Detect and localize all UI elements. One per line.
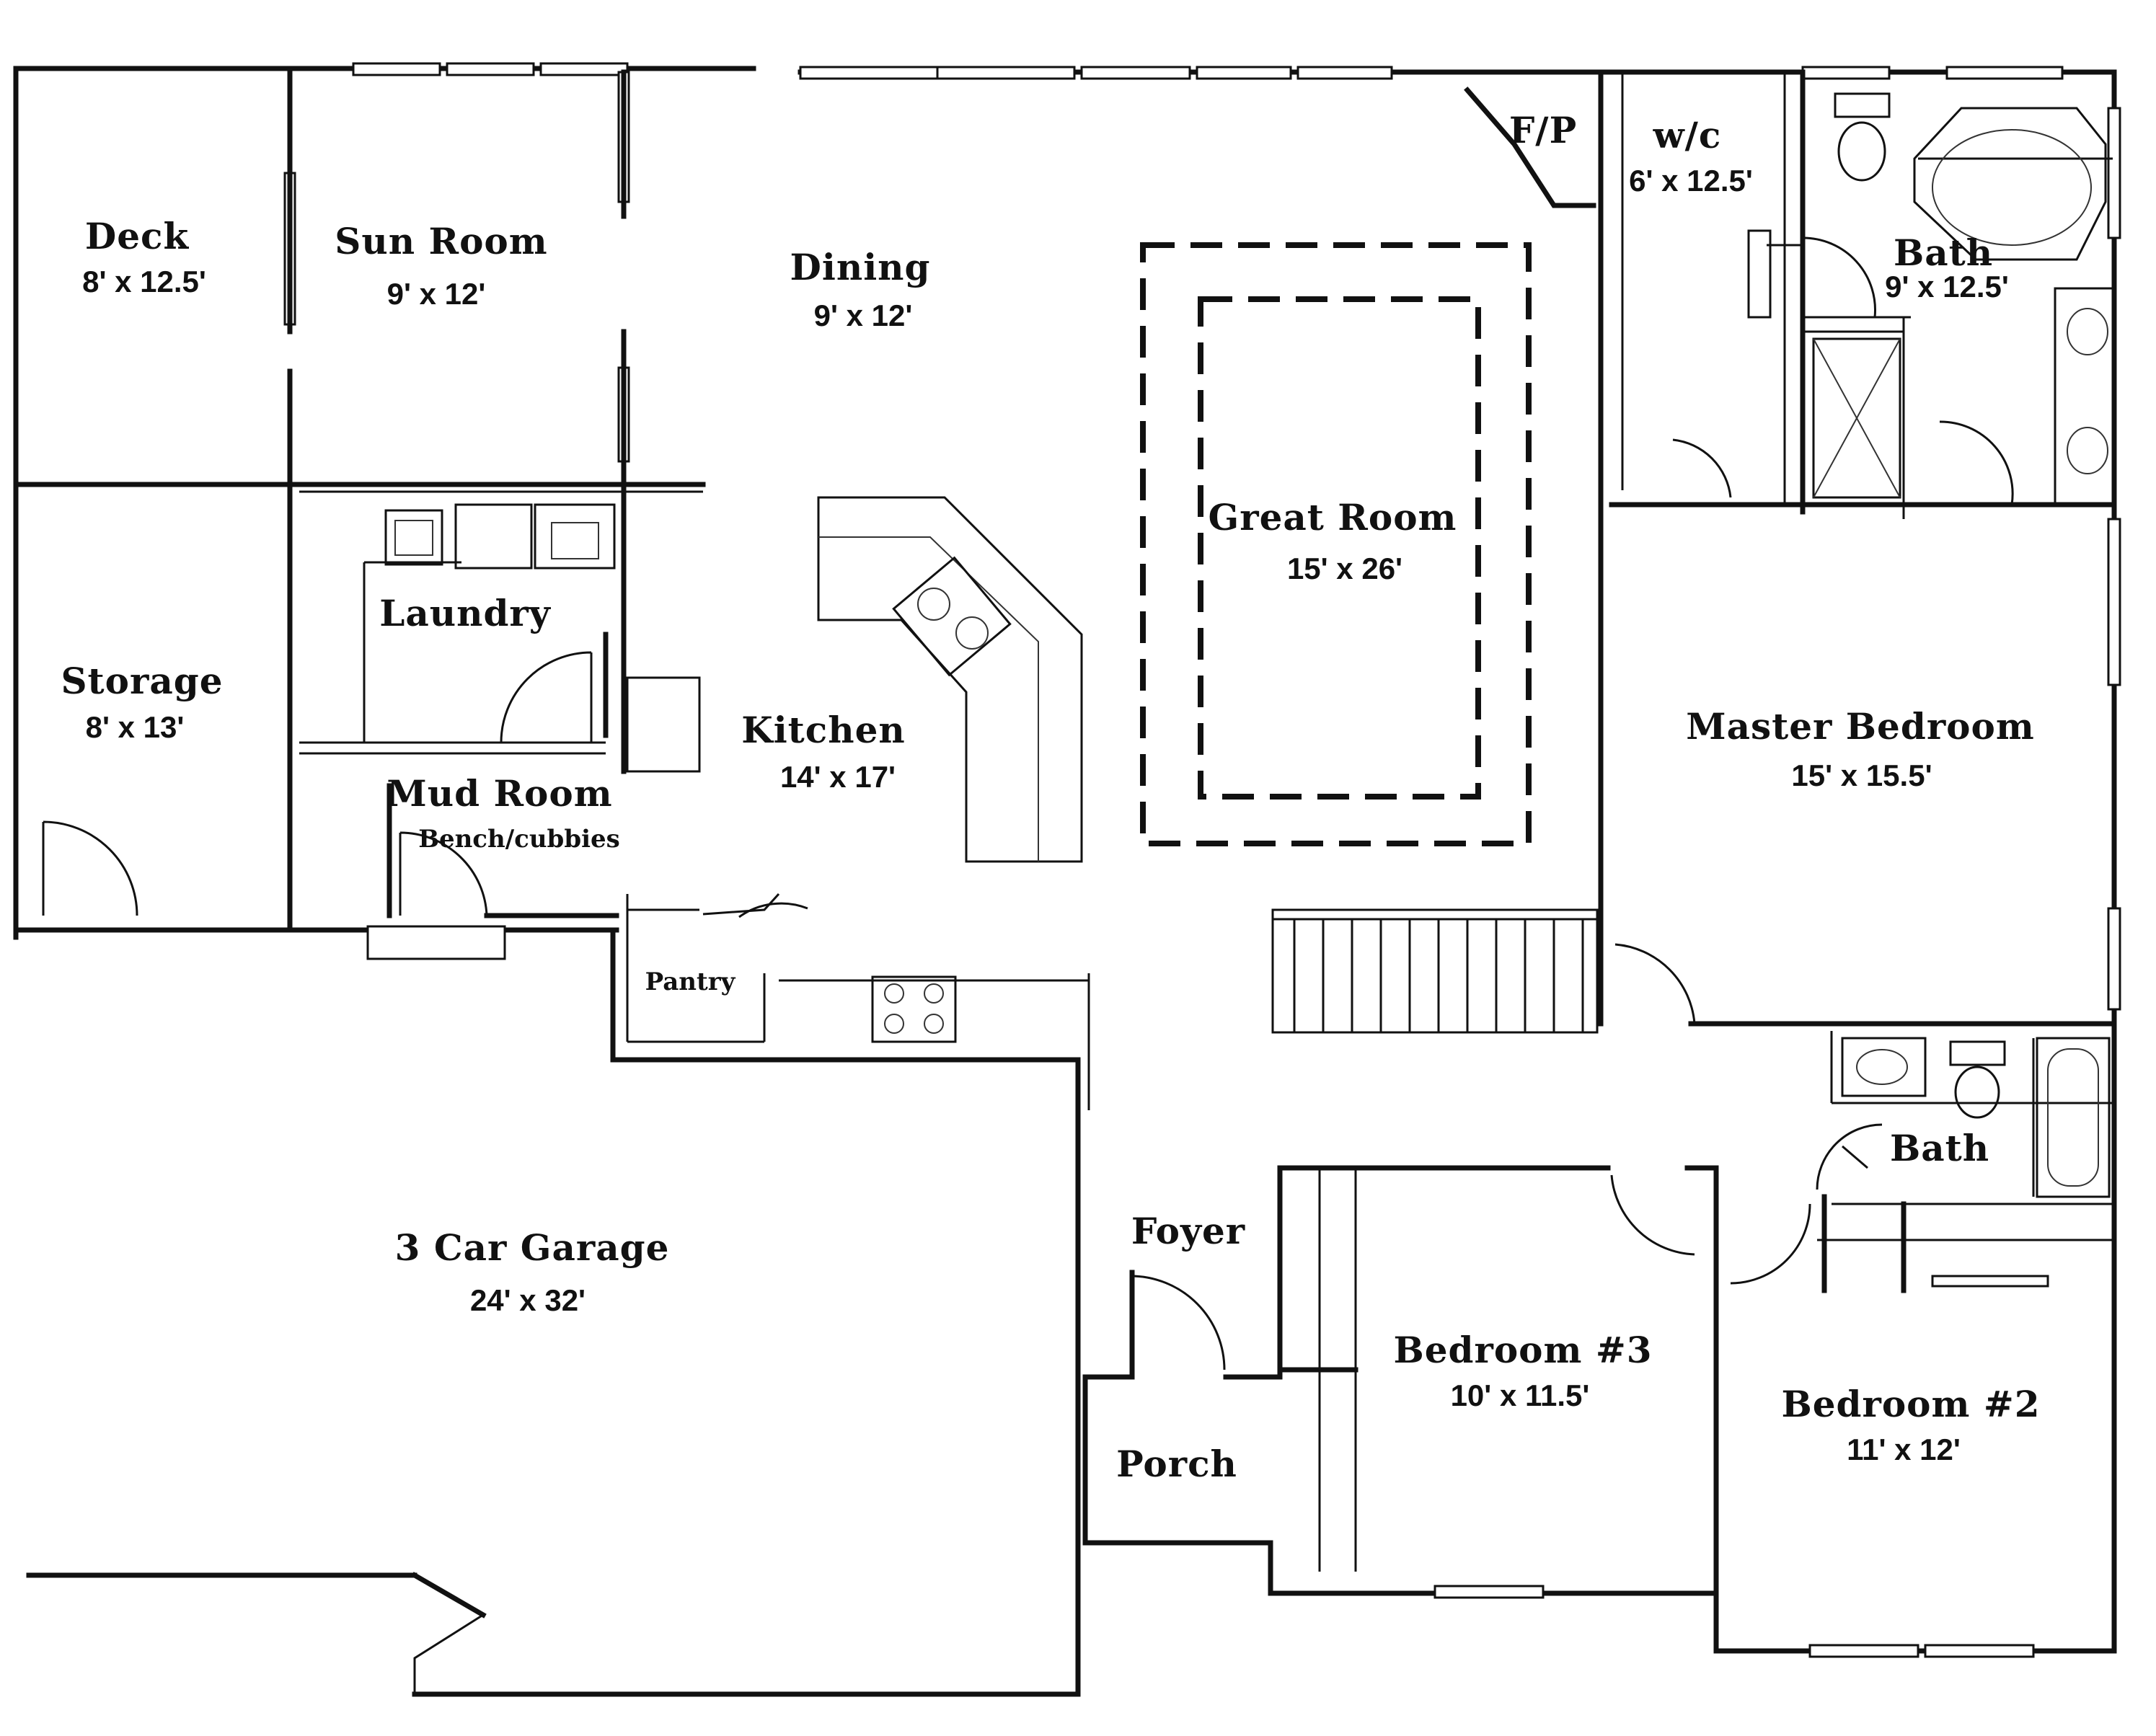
deck-label: Deck xyxy=(85,215,190,257)
master-bedroom-size: 15' x 15.5' xyxy=(1791,758,1932,792)
mud-room-note: Bench/cubbies xyxy=(418,825,620,854)
interior-walls xyxy=(13,66,2117,1697)
dining-size: 9' x 12' xyxy=(814,298,913,332)
bedroom2-size: 11' x 12' xyxy=(1847,1432,1961,1466)
mud-room-label: Mud Room xyxy=(386,772,612,815)
fireplace-label: F/P xyxy=(1509,109,1577,151)
bedroom3-size: 10' x 11.5' xyxy=(1451,1378,1590,1412)
stairs xyxy=(1271,908,1599,1034)
great-room-size: 15' x 26' xyxy=(1287,552,1402,585)
wc-size: 6' x 12.5' xyxy=(1629,164,1753,198)
storage-label: Storage xyxy=(61,660,223,702)
storage-size: 8' x 13' xyxy=(86,710,185,744)
kitchen-island xyxy=(817,496,1083,863)
dining-label: Dining xyxy=(790,246,930,288)
deck-size: 8' x 12.5' xyxy=(82,265,206,298)
doors xyxy=(42,236,2014,1694)
master-bath-fixtures xyxy=(1747,92,2114,506)
master-bedroom-label: Master Bedroom xyxy=(1686,705,2035,748)
room-labels: Deck 8' x 12.5' Sun Room 9' x 12' Dining… xyxy=(61,109,2040,1485)
great-room-label: Great Room xyxy=(1209,496,1457,539)
exterior-walls xyxy=(13,66,2117,1697)
bedroom3-label: Bedroom #3 xyxy=(1393,1329,1652,1371)
kitchen-size: 14' x 17' xyxy=(780,760,896,794)
sunroom-size: 9' x 12' xyxy=(387,277,486,311)
range xyxy=(871,975,957,1043)
great-room-outline xyxy=(1140,242,1532,846)
garage-size: 24' x 32' xyxy=(470,1283,586,1317)
laundry-appliances xyxy=(384,503,701,773)
master-bath-label: Bath xyxy=(1894,231,1993,274)
hall-bath-fixtures xyxy=(1841,1037,2111,1198)
bedroom2-label: Bedroom #2 xyxy=(1781,1383,2040,1425)
garage-label: 3 Car Garage xyxy=(395,1226,670,1269)
master-bath-size: 9' x 12.5' xyxy=(1885,270,2009,304)
laundry-label: Laundry xyxy=(379,592,552,634)
pantry-label: Pantry xyxy=(645,967,736,996)
wc-label: w/c xyxy=(1653,114,1722,156)
porch-label: Porch xyxy=(1116,1443,1237,1485)
hall-bath-label: Bath xyxy=(1890,1127,1989,1169)
sunroom-label: Sun Room xyxy=(335,220,547,262)
kitchen-label: Kitchen xyxy=(741,709,906,751)
foyer-label: Foyer xyxy=(1131,1210,1245,1252)
